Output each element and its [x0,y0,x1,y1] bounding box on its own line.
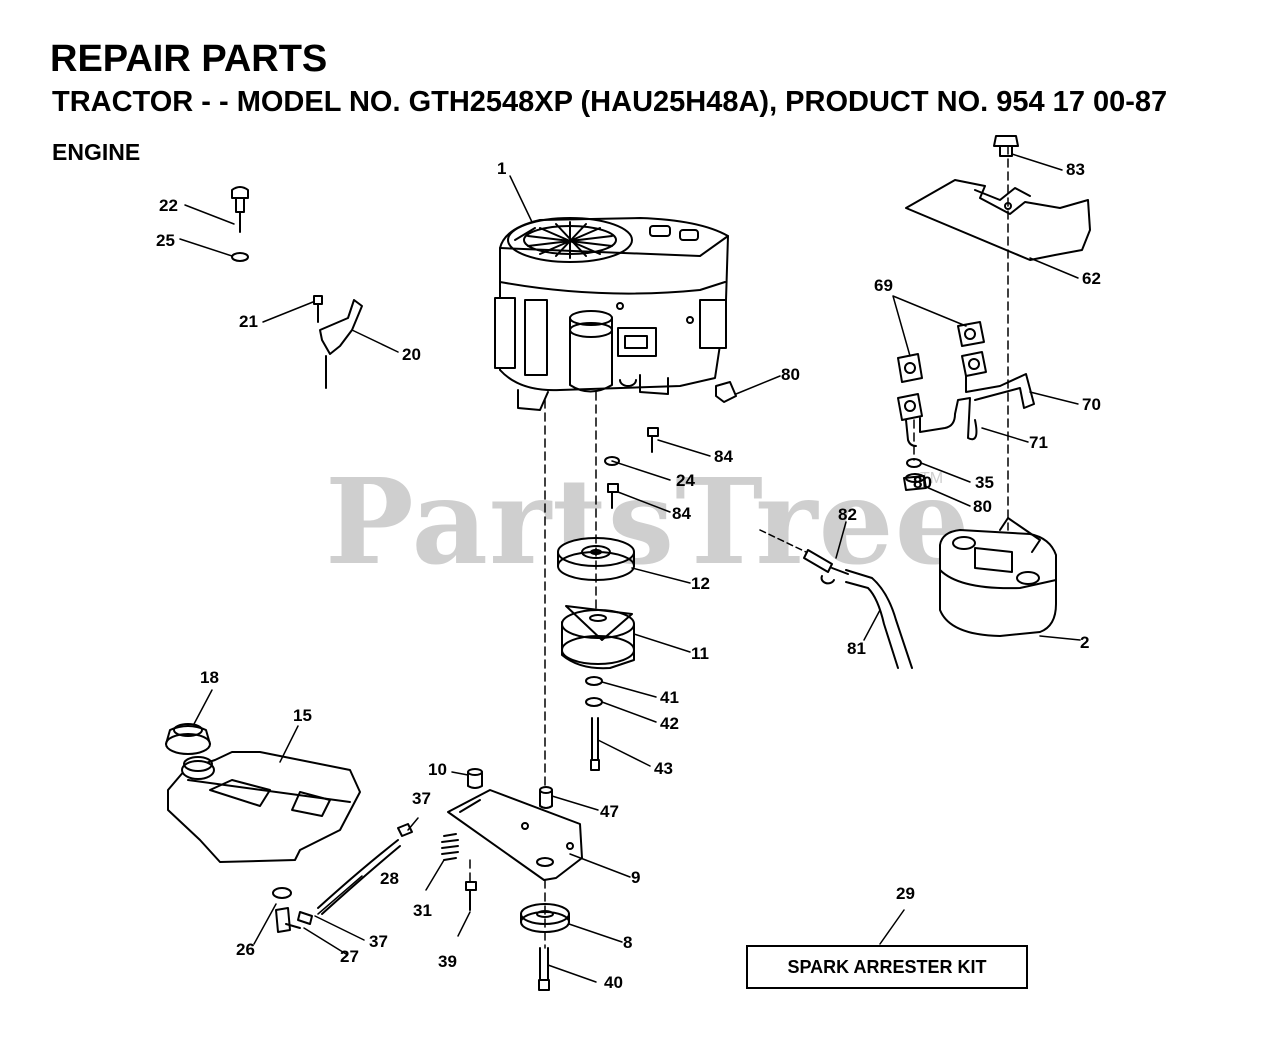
callout-1: 1 [497,159,507,178]
engine-part [494,217,729,411]
callout-28: 28 [380,869,399,888]
callout-69: 69 [874,276,893,295]
callout-18: 18 [200,668,219,687]
page-title: REPAIR PARTS [50,38,328,80]
spacers-part [467,768,553,809]
callout-21: 21 [239,312,258,331]
fuel-line-part [272,823,413,933]
callout-37: 37 [412,789,431,808]
callout-43: 43 [654,759,673,778]
callout-84: 84 [714,447,733,466]
knob-part [993,135,1019,157]
callout-29: 29 [896,884,915,903]
callout-83: 83 [1066,160,1085,179]
alignment-lines [469,145,1009,949]
spark-arrester-kit-label: SPARK ARRESTER KIT [787,956,987,977]
nut-80-upper-part [715,381,737,403]
leader-lines [179,153,1081,983]
exhaust-pipes-part [897,321,1035,447]
callout-27: 27 [340,947,359,966]
clutch-part [561,605,635,670]
callout-42: 42 [660,714,679,733]
callout-26: 26 [236,940,255,959]
page-subtitle: TRACTOR - - MODEL NO. GTH2548XP (HAU25H4… [52,86,1168,118]
callout-41: 41 [660,688,679,707]
callout-80: 80 [973,497,992,516]
spring-part [441,833,459,861]
callout-12: 12 [691,574,710,593]
callout-80: 80 [913,473,932,492]
spark-arrester-kit-box: SPARK ARRESTER KIT [746,945,1028,989]
callout-47: 47 [600,802,619,821]
callout-24: 24 [676,471,695,490]
fuel-cap-part [165,723,211,755]
dipstick-part [231,186,249,262]
callout-25: 25 [156,231,175,250]
fuel-tank-part [167,751,361,863]
callout-82: 82 [838,505,857,524]
callout-39: 39 [438,952,457,971]
callout-71: 71 [1029,433,1048,452]
callout-40: 40 [604,973,623,992]
callout-9: 9 [631,868,641,887]
callout-2: 2 [1080,633,1090,652]
callout-15: 15 [293,706,312,725]
callout-62: 62 [1082,269,1101,288]
section-title: ENGINE [52,139,141,165]
callout-35: 35 [975,473,994,492]
callout-20: 20 [402,345,421,364]
callout-80: 80 [781,365,800,384]
callout-8: 8 [623,933,633,952]
bolts-part [465,427,659,991]
callout-81: 81 [847,639,866,658]
control-bracket-part [313,295,363,389]
breather-hose-part [759,529,913,669]
callout-11: 11 [691,644,709,663]
watermark: PartsTree [325,452,971,591]
callout-70: 70 [1082,395,1101,414]
callout-37: 37 [369,932,388,951]
callout-84: 84 [672,504,691,523]
heat-shield-part [905,179,1091,261]
muffler-part [939,517,1057,637]
callout-22: 22 [159,196,178,215]
callout-31: 31 [413,901,432,920]
callout-10: 10 [428,760,447,779]
